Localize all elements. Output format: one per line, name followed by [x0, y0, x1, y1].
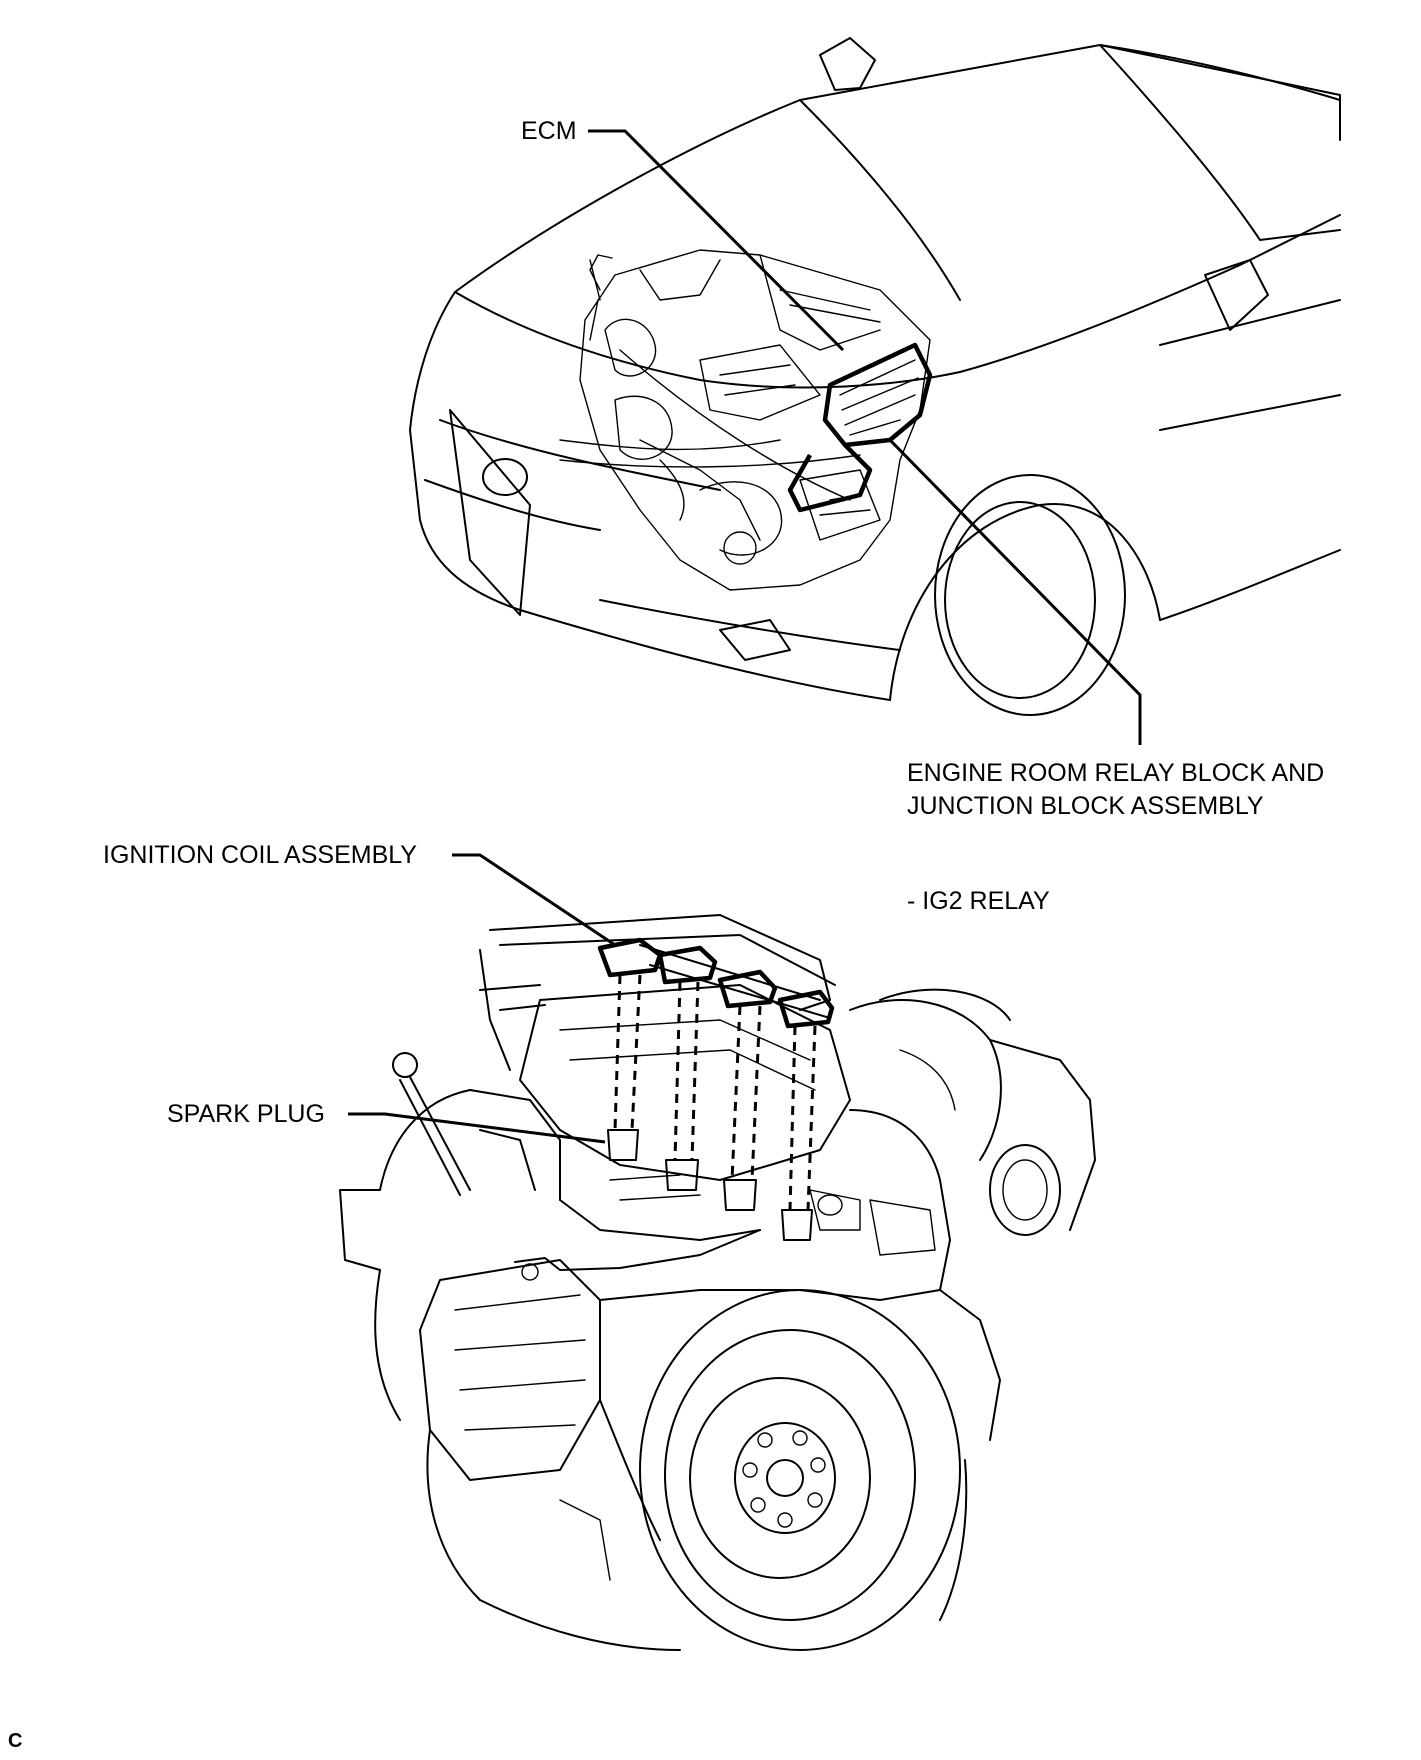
relay-block-label-line1: ENGINE ROOM RELAY BLOCK AND	[907, 759, 1325, 787]
spark-plug-label: SPARK PLUG	[167, 1100, 325, 1128]
ecm-leader-line	[588, 129, 845, 352]
ecm-label: ECM	[521, 117, 577, 145]
ig2-relay-label: - IG2 RELAY	[907, 887, 1050, 915]
relay-block-label-line2: JUNCTION BLOCK ASSEMBLY	[907, 792, 1264, 820]
spark-plug-drawing	[607, 1129, 813, 1241]
engine-assembly-drawing	[339, 914, 1096, 1651]
ignition-coil-label: IGNITION COIL ASSEMBLY	[103, 841, 417, 869]
ignition-coil-highlight	[597, 937, 835, 1029]
relay-block-highlight	[787, 342, 933, 513]
ignition-coil-leader-line	[452, 853, 616, 947]
corner-mark: C	[8, 1730, 23, 1752]
coil-plug-dashes	[613, 974, 817, 1211]
spark-plug-leader-line	[348, 1112, 606, 1144]
engine-in-vehicle-drawing	[559, 249, 931, 591]
relay-block-leader-line	[888, 438, 1142, 745]
vehicle-front-drawing	[409, 37, 1341, 716]
